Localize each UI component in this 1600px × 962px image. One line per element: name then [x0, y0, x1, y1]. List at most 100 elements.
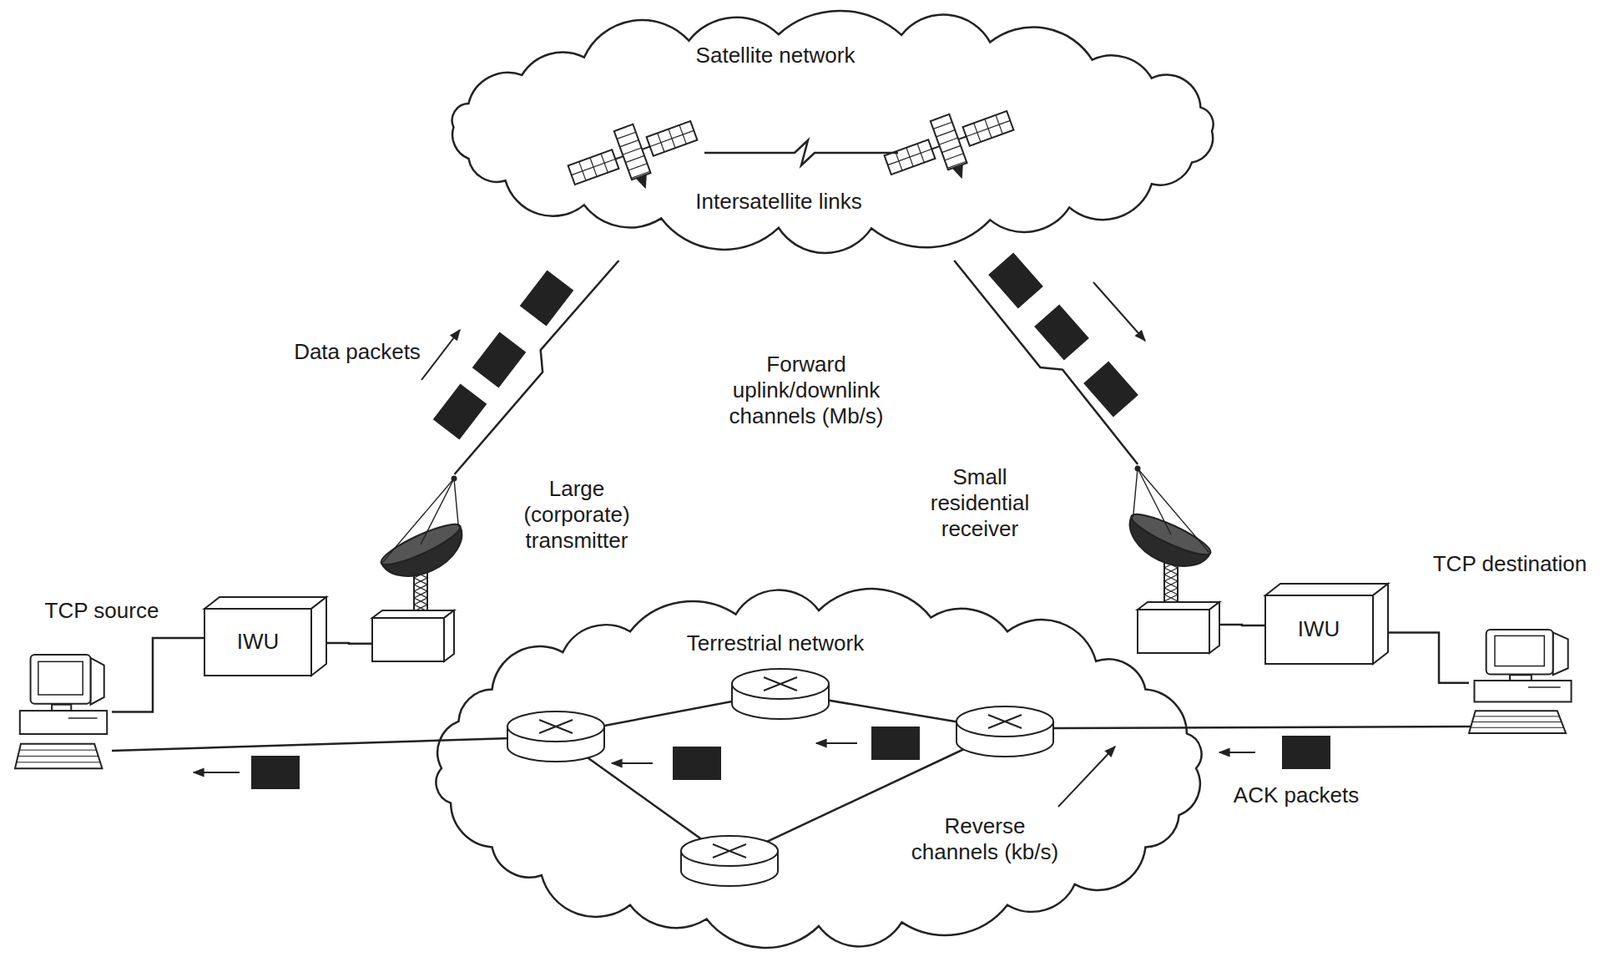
satellite-network-cloud: Satellite networkIntersatellite links [421, 1, 1244, 261]
panel-arm [615, 156, 623, 159]
transmitter-station: Large (corporate) transmitter [372, 474, 485, 662]
tower-lattice [413, 590, 428, 598]
iwu-box: IWU [204, 596, 327, 676]
box-top [204, 596, 327, 609]
reverse-channel-link [1051, 726, 1471, 728]
tower-lattice [1164, 580, 1178, 588]
radio-link [953, 260, 1138, 465]
direction-arrow [611, 762, 653, 764]
panel-arm [958, 136, 966, 139]
router-cross [712, 843, 747, 858]
keyboard-keys [1470, 726, 1565, 728]
direction-arrow [1093, 282, 1146, 341]
node-label: Terrestrial network [686, 630, 864, 657]
dish-feed [454, 478, 459, 527]
data-packet [519, 269, 575, 326]
ack-packet [672, 746, 722, 780]
router-cross [763, 676, 798, 691]
data-packet [1034, 304, 1090, 361]
panel-grid [888, 149, 933, 166]
tower-lattice [413, 584, 428, 591]
computer: TCP source [15, 652, 112, 776]
computer: TCP destination [1468, 627, 1577, 740]
node-label: TCP source [45, 597, 160, 624]
drive-slot [1528, 686, 1561, 688]
monitor-stand [51, 704, 71, 711]
tower-lattice [413, 597, 428, 605]
panel-grid [650, 130, 695, 147]
intersatellite-link [704, 140, 899, 166]
keyboard-keys [1472, 721, 1562, 722]
solar-panel [568, 149, 620, 185]
router-top [731, 668, 829, 699]
data-packet [472, 331, 527, 388]
solar-panel [963, 111, 1015, 147]
body-band [620, 140, 640, 147]
direction-arrow [421, 329, 460, 380]
reverse-channel-link [111, 737, 511, 751]
node-label: Intersatellite links [695, 188, 862, 215]
router-cross [988, 714, 1022, 728]
dish-feed [1133, 468, 1138, 517]
router-cross [539, 719, 573, 733]
system-unit [1473, 680, 1571, 702]
keyboard [15, 743, 102, 768]
direction-arrow [193, 771, 240, 773]
body-band [622, 147, 642, 155]
node-label: TCP destination [1433, 550, 1588, 577]
dish-feed [420, 478, 455, 545]
tower-lattice [1164, 567, 1178, 575]
router-top [507, 711, 605, 742]
node-label: Reverse channels (kb/s) [908, 812, 1063, 865]
node-outline [1107, 464, 1220, 653]
dish-feed [383, 478, 455, 562]
body-band [628, 163, 648, 171]
node-label: Satellite network [696, 42, 856, 69]
iwu-box: IWU [1265, 583, 1389, 664]
router-top [681, 835, 778, 866]
router [681, 835, 778, 886]
satellite-body [930, 114, 968, 170]
router-cross [539, 719, 573, 733]
ack-packet [251, 755, 300, 789]
cloud-outline [435, 588, 1202, 948]
dish-feed [1137, 468, 1209, 552]
body-band [933, 121, 953, 129]
satellite-body [614, 124, 652, 180]
monitor-back [90, 657, 104, 705]
screen [38, 661, 83, 695]
box-front [204, 608, 312, 676]
keyboard-keys [1473, 715, 1560, 717]
cable-link [111, 637, 205, 712]
node-outline [421, 1, 1244, 261]
satellite [878, 95, 1024, 202]
router-top [956, 706, 1054, 737]
monitor-stand [1509, 674, 1532, 681]
station-box-side [1209, 601, 1220, 653]
screen [1494, 635, 1545, 666]
station-box-top [372, 610, 455, 618]
router [731, 668, 829, 719]
keyboard [1468, 710, 1566, 733]
leader-arrow [1058, 746, 1116, 807]
direction-arrow [1219, 751, 1256, 753]
node-label: Small residential receiver [917, 464, 1043, 543]
tower-lattice [1164, 574, 1178, 581]
monitor-back [1553, 631, 1569, 675]
annotation-label: Forward uplink/downlink channels (Mb/s) [718, 351, 894, 430]
panel-grid [571, 159, 616, 176]
drive-slot [68, 716, 98, 719]
node-outline [15, 652, 112, 776]
direction-arrow [816, 741, 858, 744]
tower-lattice [1164, 594, 1178, 601]
station-box [1137, 609, 1210, 653]
data-packet [988, 252, 1044, 309]
terrestrial-network-cloud: Terrestrial networkReverse channels (kb/… [408, 576, 1230, 959]
keyboard-keys [16, 761, 101, 763]
keyboard-keys [17, 755, 98, 757]
tower-lattice [413, 577, 428, 585]
receiver-station: Small residential receiver [1107, 464, 1220, 653]
solar-panel [884, 139, 936, 175]
station-box-top [1137, 601, 1220, 610]
